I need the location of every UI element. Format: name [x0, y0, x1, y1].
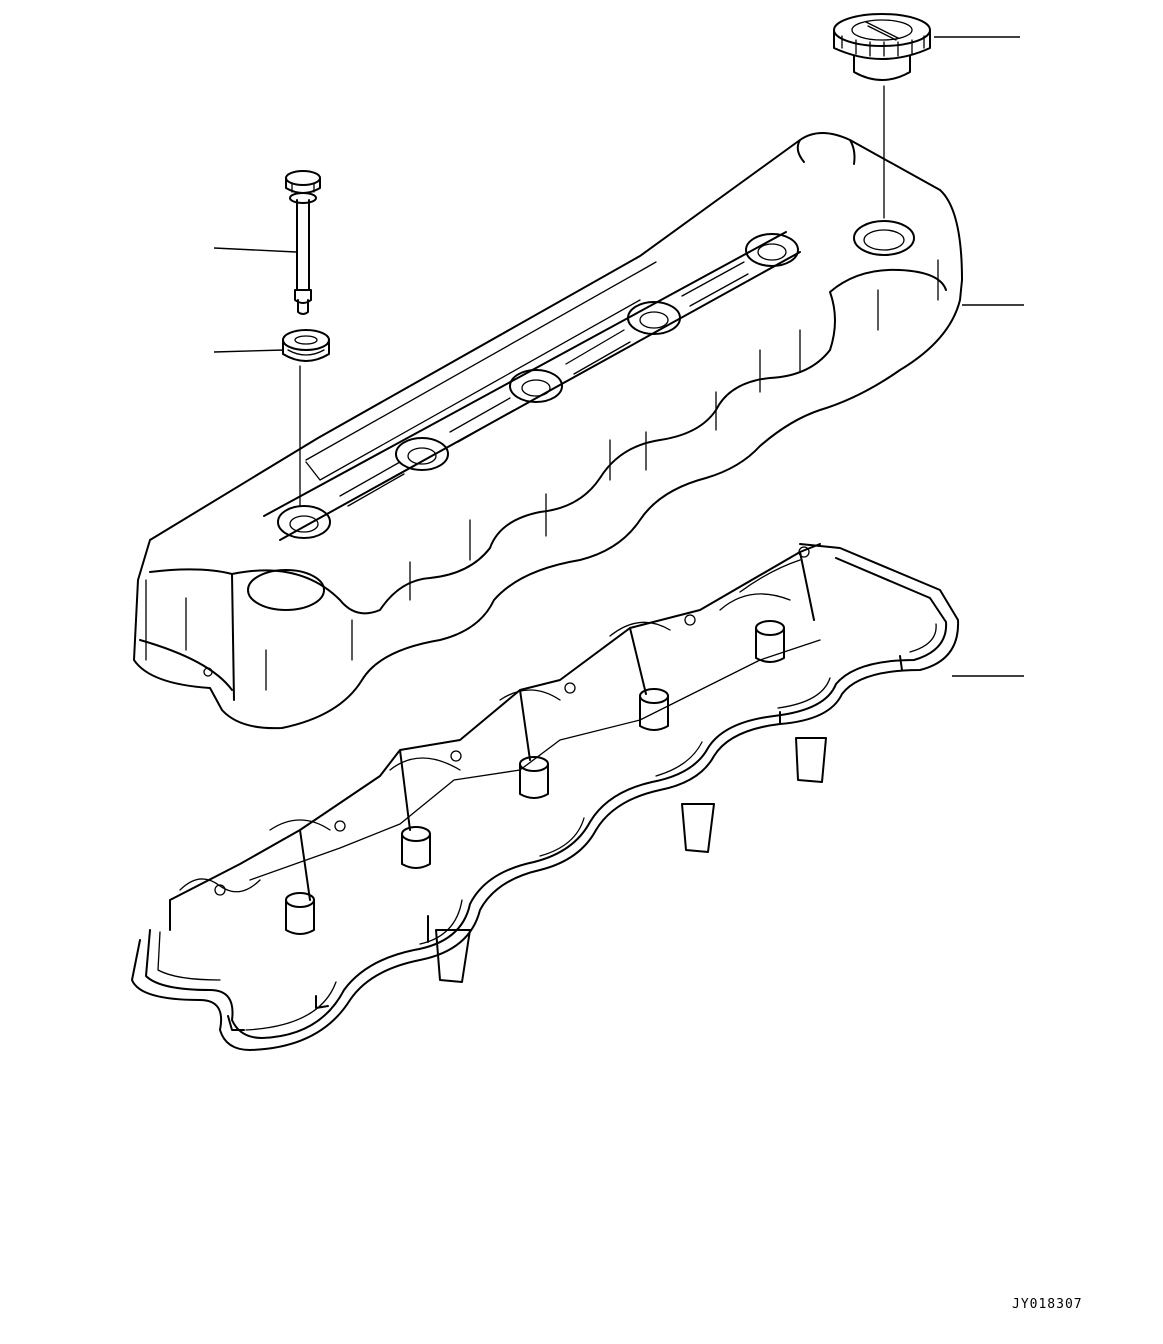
leader-bolt: [213, 247, 297, 253]
gasket-post-2: [401, 826, 431, 869]
injector-port-2: [395, 437, 449, 471]
gasket-post-5: [755, 620, 785, 663]
gasket-post-3: [519, 756, 549, 799]
injector-port-5: [745, 233, 799, 267]
drawing-code-label: JY018307: [1012, 1297, 1083, 1312]
gasket-post-1: [285, 892, 315, 935]
cover-gasket[interactable]: [131, 543, 960, 1051]
oil-filler-cap[interactable]: [833, 13, 931, 81]
cover-bolt[interactable]: [285, 170, 321, 315]
cylinder-head-cover[interactable]: [133, 132, 963, 730]
oil-fill-opening: [853, 220, 915, 256]
injector-port-1: [277, 505, 331, 539]
bolt-seal-grommet[interactable]: [282, 329, 330, 362]
injector-port-4: [627, 301, 681, 335]
injector-port-3: [509, 369, 563, 403]
leader-grommet: [213, 349, 285, 353]
gasket-post-4: [639, 688, 669, 731]
